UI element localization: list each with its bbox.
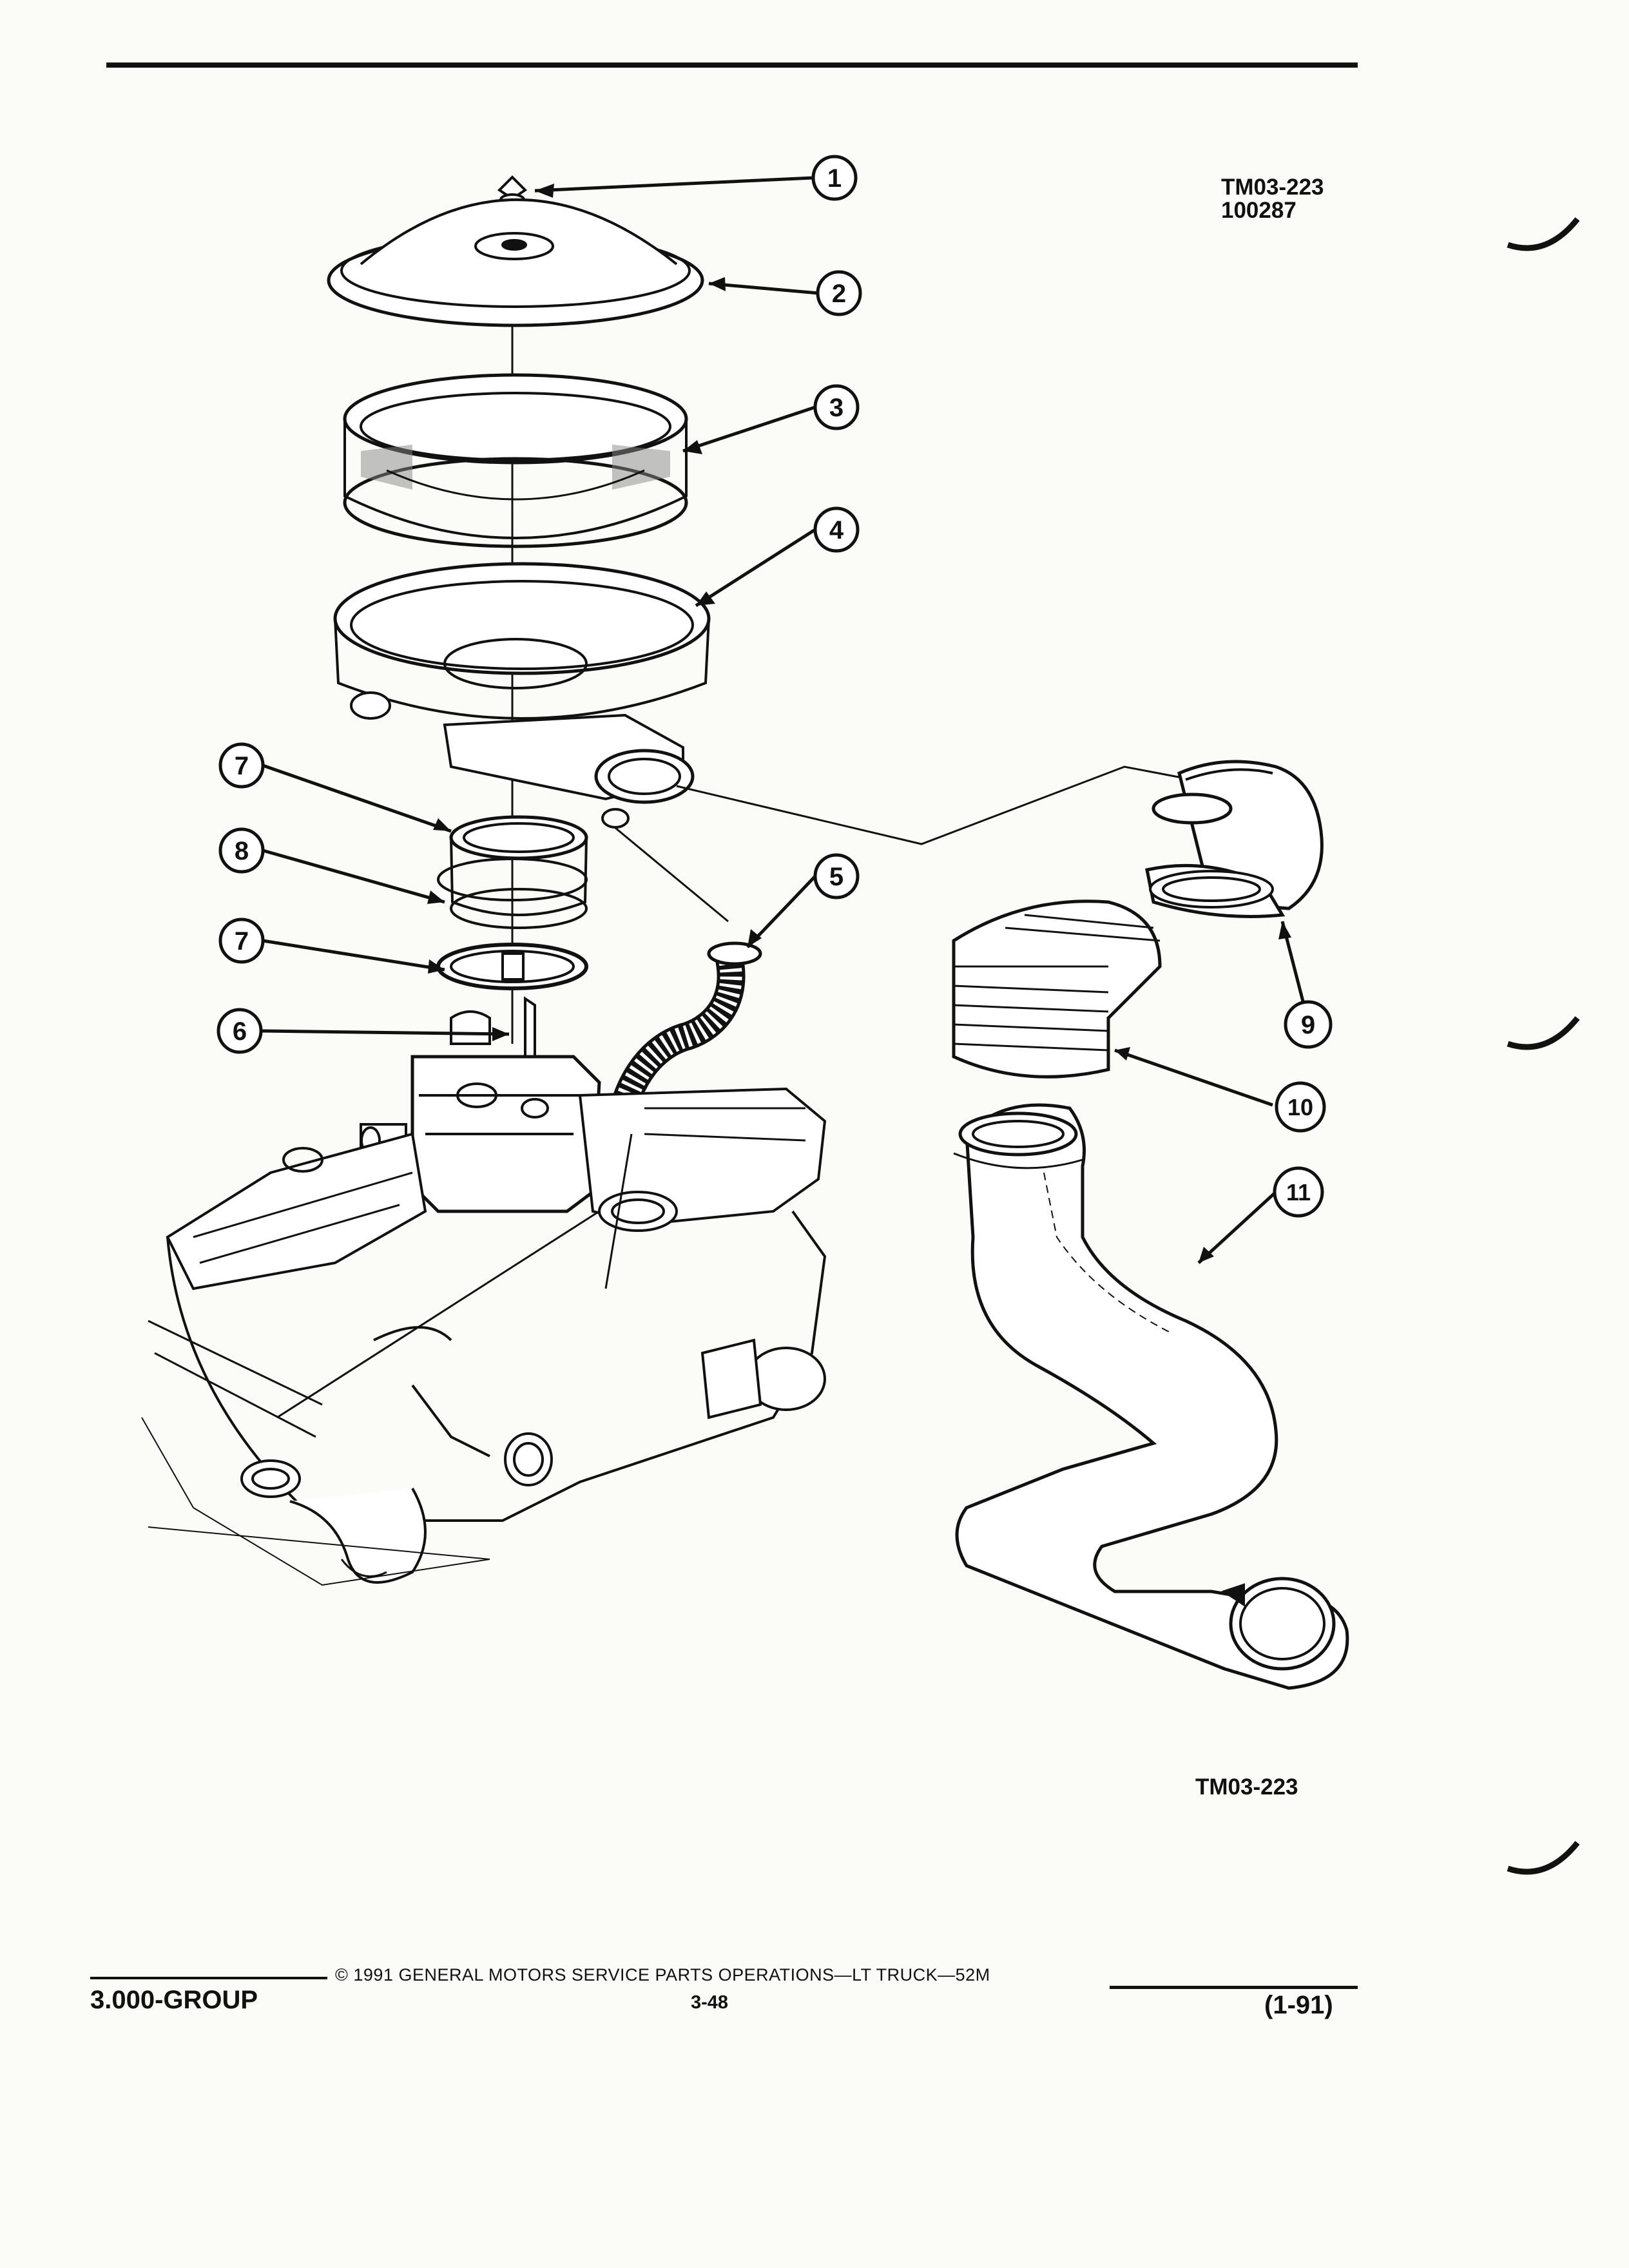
callout-label: 7 [235,752,249,780]
callout-leaders [260,176,1310,1264]
page-number: 3-48 [691,1992,729,2013]
callout-label: 5 [829,863,843,891]
binder-marks [1507,217,1580,1875]
callout-label: 9 [1301,1011,1315,1039]
callout-3 [813,384,860,430]
footer-rule-right [1110,1986,1358,1989]
footer-copyright: © 1991 GENERAL MOTORS SERVICE PARTS OPER… [335,1965,990,1984]
callout-7a [218,742,265,789]
callout-6 [217,1008,263,1054]
duct-adapter [1145,760,1324,918]
callout-1 [811,155,858,201]
top-rule [106,62,1358,68]
callout-label: 8 [235,837,249,865]
callout-label: 2 [832,280,846,308]
callout-circles [217,155,1333,1218]
intake-duct [953,1103,1349,1690]
air-cleaner-housing [333,562,711,829]
engine-block [141,1087,827,1586]
callout-label: 3 [829,394,843,422]
figure-code: TM03-223 [1221,175,1324,200]
callout-2 [816,270,862,316]
filter-element [343,373,688,548]
callout-4 [813,506,860,553]
bellows-duct [952,899,1162,1079]
callout-11 [1273,1166,1324,1218]
callout-label: 4 [829,516,844,544]
footer-group: 3.000-GROUP [90,1986,258,2014]
callout-5 [813,853,860,899]
callout-9 [1284,1000,1333,1049]
figure-date-code: 100287 [1221,198,1296,223]
callout-8 [218,827,265,874]
footer-rule-left [90,1977,327,1979]
callout-label: 10 [1287,1094,1313,1120]
figure-code-bottom: TM03-223 [1195,1774,1298,1800]
callout-7b [218,918,265,964]
callout-label: 6 [233,1017,247,1046]
callout-label: 11 [1286,1179,1311,1206]
gaskets-and-adapter [436,815,588,990]
callout-label: 7 [235,927,249,956]
footer-revision-date: (1-91) [1264,1991,1333,2019]
air-cleaner-cover [327,198,704,327]
callout-10 [1275,1081,1326,1133]
callout-label: 1 [827,164,842,193]
